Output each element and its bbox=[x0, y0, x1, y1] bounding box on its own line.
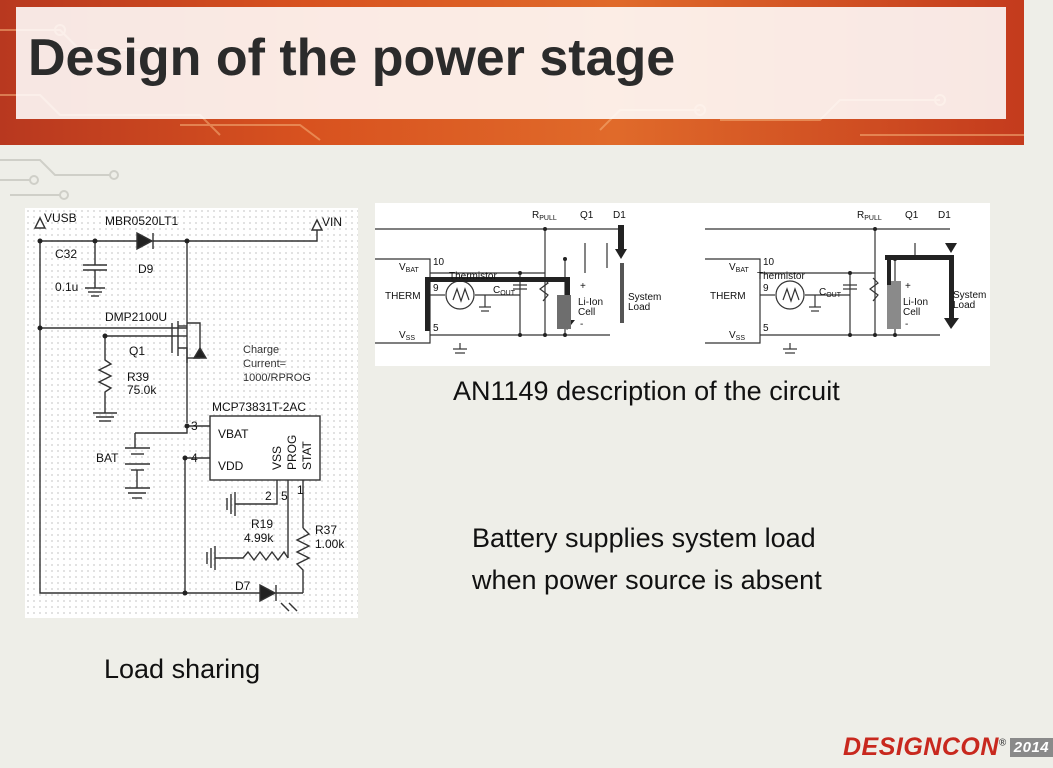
pin10-label-a: 10 bbox=[433, 257, 445, 268]
charge-note-line2: Current= bbox=[243, 358, 286, 370]
charge-note-line3: 1000/RPROG bbox=[243, 372, 311, 384]
charge-note-line1: Charge bbox=[243, 344, 279, 356]
cell-minus-a: - bbox=[580, 319, 583, 330]
pin1-label: 1 bbox=[297, 483, 304, 497]
bat-label: BAT bbox=[96, 451, 119, 465]
thermistor-label-a: Thermistor bbox=[449, 271, 497, 282]
r19-ref-label: R19 bbox=[251, 517, 273, 531]
load-sharing-caption: Load sharing bbox=[104, 654, 261, 684]
ic-part-label: MCP73831T-2AC bbox=[212, 400, 306, 414]
slide-title: Design of the power stage bbox=[28, 29, 676, 87]
diode-ref-label: D9 bbox=[138, 262, 154, 276]
load-label-b2: Load bbox=[953, 300, 975, 311]
therm-label-b: THERM bbox=[710, 291, 746, 302]
q1-label-b: Q1 bbox=[905, 210, 919, 221]
logo-wordmark: DESIGNCON bbox=[843, 733, 999, 761]
schematic-panel: VUSB VIN MBR0520LT1 D9 C32 0.1u DMP2100U… bbox=[25, 208, 358, 618]
cap-ref-label: C32 bbox=[55, 247, 77, 261]
cell-plus-b: + bbox=[905, 281, 911, 292]
pin5-label-a: 5 bbox=[433, 323, 439, 334]
cell-label-b2: Cell bbox=[903, 307, 920, 318]
vbat-pin-label: VBAT bbox=[218, 427, 249, 441]
cell-label-a2: Cell bbox=[578, 307, 595, 318]
load-label-b1: System bbox=[953, 290, 986, 301]
logo-registered-mark: ® bbox=[998, 737, 1007, 749]
prog-pin-label: PROG bbox=[285, 435, 299, 470]
stat-pin-label: STAT bbox=[300, 440, 314, 470]
fet-ref-label: Q1 bbox=[129, 344, 145, 358]
rpull-label-b: RPULL bbox=[857, 210, 882, 222]
battery-caption-line1: Battery supplies system load bbox=[472, 523, 816, 553]
pin2-label: 2 bbox=[265, 489, 272, 503]
thermistor-label-b: Thermistor bbox=[757, 271, 805, 282]
an1149-circuit-figure: RPULL Q1 D1 10 9 5 VBAT THERM VSS Thermi… bbox=[375, 210, 986, 354]
load-label-a1: System bbox=[628, 292, 661, 303]
pin9-label-b: 9 bbox=[763, 283, 769, 294]
an1149-caption: AN1149 description of the circuit bbox=[453, 376, 840, 406]
r39-ref-label: R39 bbox=[127, 370, 149, 384]
cell-label-a1: Li-Ion bbox=[578, 297, 603, 308]
r37-ref-label: R37 bbox=[315, 523, 337, 537]
cout-label-a: COUT bbox=[493, 285, 516, 297]
r39-value-label: 75.0k bbox=[127, 383, 157, 397]
q1-label-a: Q1 bbox=[580, 210, 594, 221]
pin4-label: 4 bbox=[191, 451, 198, 465]
vbat-label-a: VBAT bbox=[399, 262, 419, 274]
logo-year: 2014 bbox=[1009, 738, 1053, 757]
diode-part-label: MBR0520LT1 bbox=[105, 214, 178, 228]
vusb-label: VUSB bbox=[44, 211, 77, 225]
vss-pin-label: VSS bbox=[270, 446, 284, 470]
fet-part-label: DMP2100U bbox=[105, 310, 167, 324]
vbat-label-b: VBAT bbox=[729, 262, 749, 274]
charger-schematic: VUSB VIN MBR0520LT1 D9 C32 0.1u DMP2100U… bbox=[33, 211, 345, 612]
circuit-watermark-decoration bbox=[0, 159, 119, 200]
vss-label-a: VSS bbox=[399, 330, 415, 342]
d1-label-a: D1 bbox=[613, 210, 626, 221]
d1-label-b: D1 bbox=[938, 210, 951, 221]
led-ref-label: D7 bbox=[235, 579, 251, 593]
therm-label-a: THERM bbox=[385, 291, 421, 302]
vdd-pin-label: VDD bbox=[218, 459, 244, 473]
r19-value-label: 4.99k bbox=[244, 531, 274, 545]
pin10-label-b: 10 bbox=[763, 257, 775, 268]
cap-value-label: 0.1u bbox=[55, 280, 78, 294]
pin5-label: 5 bbox=[281, 489, 288, 503]
cout-label-b: COUT bbox=[819, 287, 842, 299]
r37-value-label: 1.00k bbox=[315, 537, 345, 551]
an1149-figure-panel: RPULL Q1 D1 10 9 5 VBAT THERM VSS Thermi… bbox=[375, 203, 990, 366]
battery-caption-line2: when power source is absent bbox=[472, 565, 822, 595]
vin-label: VIN bbox=[322, 215, 342, 229]
cell-minus-b: - bbox=[905, 319, 908, 330]
title-box bbox=[16, 7, 1006, 119]
designcon-logo: DESIGNCON®2014 bbox=[843, 733, 1053, 762]
rpull-label-a: RPULL bbox=[532, 210, 557, 222]
cell-label-b1: Li-Ion bbox=[903, 297, 928, 308]
pin9-label-a: 9 bbox=[433, 283, 439, 294]
pin5-label-b: 5 bbox=[763, 323, 769, 334]
pin3-label: 3 bbox=[191, 419, 198, 433]
battery-supply-caption: Battery supplies system load when power … bbox=[472, 517, 822, 601]
vss-label-b: VSS bbox=[729, 330, 745, 342]
cell-plus-a: + bbox=[580, 281, 586, 292]
load-label-a2: Load bbox=[628, 302, 650, 313]
